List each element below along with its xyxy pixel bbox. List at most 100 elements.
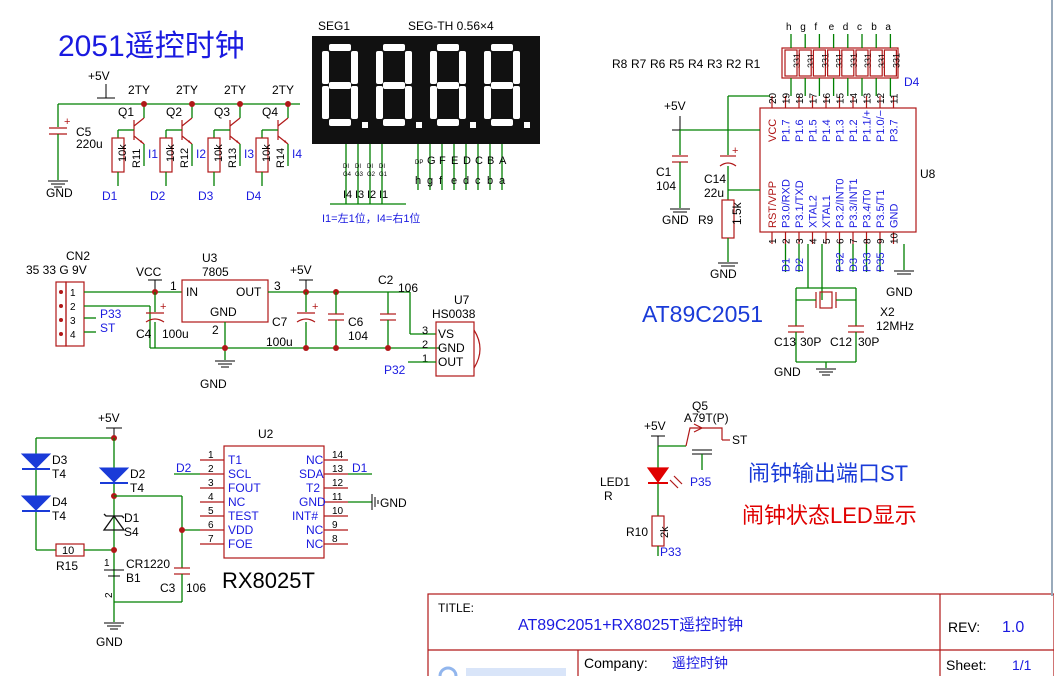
c5-value: 220u [76,137,103,151]
rtc-right-pin: NC [306,537,324,551]
svg-text:+: + [732,145,738,157]
resnet-top-net: d [843,22,849,33]
svg-text:6: 6 [208,520,214,531]
svg-text:D2: D2 [150,189,166,203]
svg-text:G3: G3 [355,172,364,178]
c12-value: 30P [858,335,879,349]
led-label: LED1 [600,475,630,489]
resnet-ref: R5 [669,57,685,71]
svg-text:7: 7 [849,238,860,244]
alarm-st: ST [732,433,748,447]
digit-4 [484,44,530,128]
reg-part: 7805 [202,265,229,279]
d3-label: D3 [52,453,68,467]
svg-text:331: 331 [835,53,845,68]
svg-text:5: 5 [208,506,214,517]
svg-text:3: 3 [422,325,428,337]
reg-out: OUT [236,285,262,299]
resnet-top-net: f [814,22,817,33]
svg-text:D1: D1 [102,189,118,203]
svg-text:1: 1 [104,558,110,569]
driver-vcc: +5V [88,69,110,83]
reg-gnd: GND [210,305,237,319]
disp-net-right: b [487,175,493,187]
mcu-net: P35 [875,252,887,272]
resnet-top-net: e [829,22,835,33]
disp-pin-left: DI [343,164,349,170]
schematic-title: 2051遥控时钟 [58,30,245,63]
mcu-part: AT89C2051 [642,301,763,327]
svg-text:G2: G2 [367,172,376,178]
disp-pin-right: F [439,155,446,167]
tb-company-label: Company: [584,655,648,671]
mcu-bot-pin: XTAL2 [808,195,820,228]
u7-label: U7 [454,293,470,307]
svg-text:12: 12 [876,92,887,104]
rtc-left-pin: FOUT [228,481,261,495]
q5-label: Q5 [692,399,708,413]
rtc-left-pin: SCL [228,467,252,481]
svg-text:331: 331 [820,53,830,68]
svg-text:1: 1 [768,238,779,244]
rtc-right-pin: SDA [299,467,324,481]
battery-part: CR1220 [126,557,170,571]
svg-text:331: 331 [849,53,859,68]
resnet-ref: R1 [745,57,761,71]
led-value: R [604,489,613,503]
alarm-text-blue: 闹钟输出端口ST [748,461,908,486]
u3-label: U3 [202,251,218,265]
c1-label: C1 [656,165,672,179]
pwr-vcc: VCC [136,265,162,279]
svg-text:Q3: Q3 [214,105,230,119]
mcu-net: D1 [781,258,793,272]
c3-label: C3 [160,581,176,595]
svg-text:9: 9 [876,238,887,244]
disp-net-left: I4 [343,189,352,201]
digit-1 [322,44,368,128]
r9-value: 1.5k [730,201,744,225]
mcu-top-pin: P1.1/+ [862,110,874,142]
c13-value: 30P [800,335,821,349]
resnet-ref: R8 [612,57,628,71]
disp-pin-right: C [475,155,483,167]
d3-part: T4 [52,467,66,481]
ir-out: OUT [438,355,464,369]
c7-label: C7 [272,315,288,329]
c1-value: 104 [656,179,676,193]
cn2-p33: P33 [100,307,122,321]
c13-label: C13 [774,335,796,349]
svg-text:13: 13 [332,464,344,475]
tb-title: AT89C2051+RX8025T遥控时钟 [518,616,743,634]
c14-value: 22u [704,186,724,200]
svg-text:Q2: Q2 [166,105,182,119]
seven-segment-display: SEG1 SEG-TH 0.56×4 DIG4I4DIG3I3DIG2I2DIG… [312,19,540,225]
disp-pin-left: DI [355,164,361,170]
c5-label: C5 [76,125,92,139]
mcu-ref: U8 [920,167,936,181]
mcu-bot-pin: GND [889,204,901,229]
svg-text:2: 2 [782,238,793,244]
reg-pin2: 2 [212,323,219,337]
svg-text:10k: 10k [165,144,177,162]
svg-text:331: 331 [891,53,901,68]
rtc-section: +5V D3 T4 D4 T4 10 R15 D2 T4 D1 S4 [20,411,407,649]
c6-label: C6 [348,315,364,329]
mcu-top-pin: P1.4 [821,119,833,142]
svg-text:12: 12 [332,478,344,489]
rtc-right-pin: INT# [292,509,318,523]
svg-text:3: 3 [70,316,76,327]
rtc-5v: +5V [98,411,120,425]
reg-in: IN [186,285,198,299]
resnet-d4: D4 [904,75,920,89]
d4-part: T4 [52,509,66,523]
x2-label: X2 [880,305,895,319]
svg-text:8: 8 [863,238,874,244]
resnet-ref: R7 [631,57,647,71]
disp-pin-right: DP [415,160,423,166]
mcu-net: D2 [794,258,806,272]
svg-text:I1: I1 [148,147,158,161]
mcu-top-pin: P1.6 [794,119,806,142]
svg-text:1: 1 [70,288,76,299]
